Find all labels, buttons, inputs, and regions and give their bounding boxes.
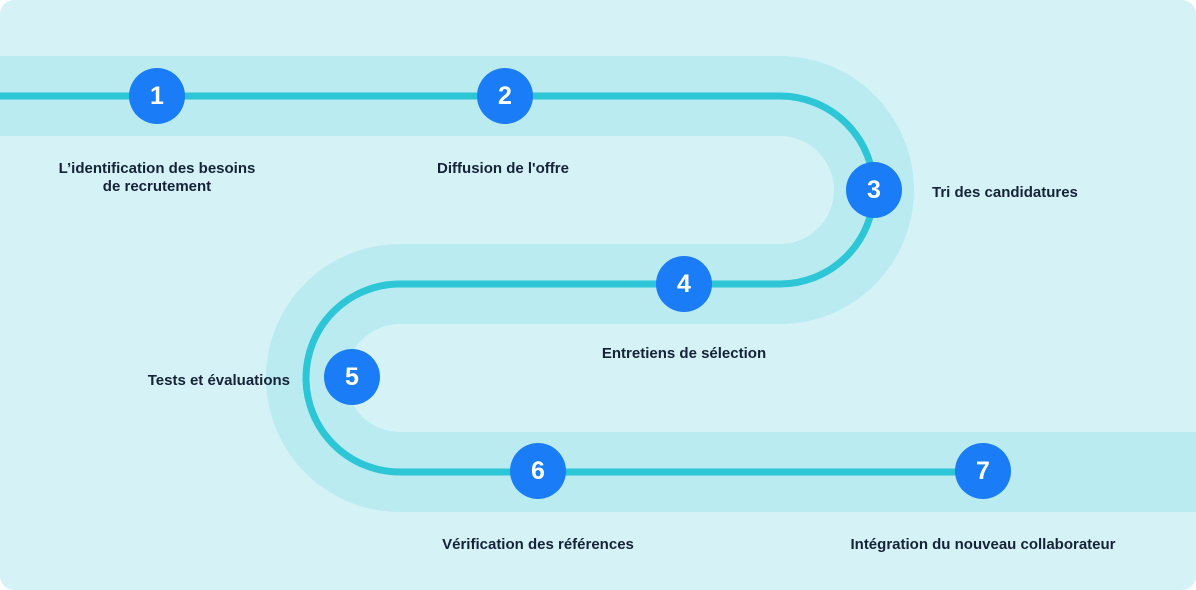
step-6-number: 6	[531, 456, 545, 485]
step-4-label: Entretiens de sélection	[601, 345, 767, 362]
step-6-marker: 6	[510, 443, 566, 499]
step-2-marker: 2	[477, 68, 533, 124]
road-line	[0, 92, 988, 476]
step-7-marker: 7	[955, 443, 1011, 499]
step-5-label: Tests et évaluations	[147, 372, 290, 389]
step-1-label: L’identification des besoins de recrutem…	[58, 160, 256, 195]
step-3-number: 3	[867, 175, 881, 204]
step-3-label: Tri des candidatures	[932, 184, 1078, 201]
step-3-marker: 3	[846, 162, 902, 218]
step-2-label: Diffusion de l'offre	[437, 160, 569, 177]
step-6-label: Vérification des références	[442, 536, 634, 553]
step-5-number: 5	[345, 362, 359, 391]
step-2-number: 2	[498, 81, 512, 110]
step-7-label: Intégration du nouveau collaborateur	[850, 536, 1116, 553]
step-4-number: 4	[677, 269, 691, 298]
step-1-marker: 1	[129, 68, 185, 124]
step-4-marker: 4	[656, 256, 712, 312]
step-5-marker: 5	[324, 349, 380, 405]
step-1-number: 1	[150, 81, 164, 110]
step-7-number: 7	[976, 456, 990, 485]
